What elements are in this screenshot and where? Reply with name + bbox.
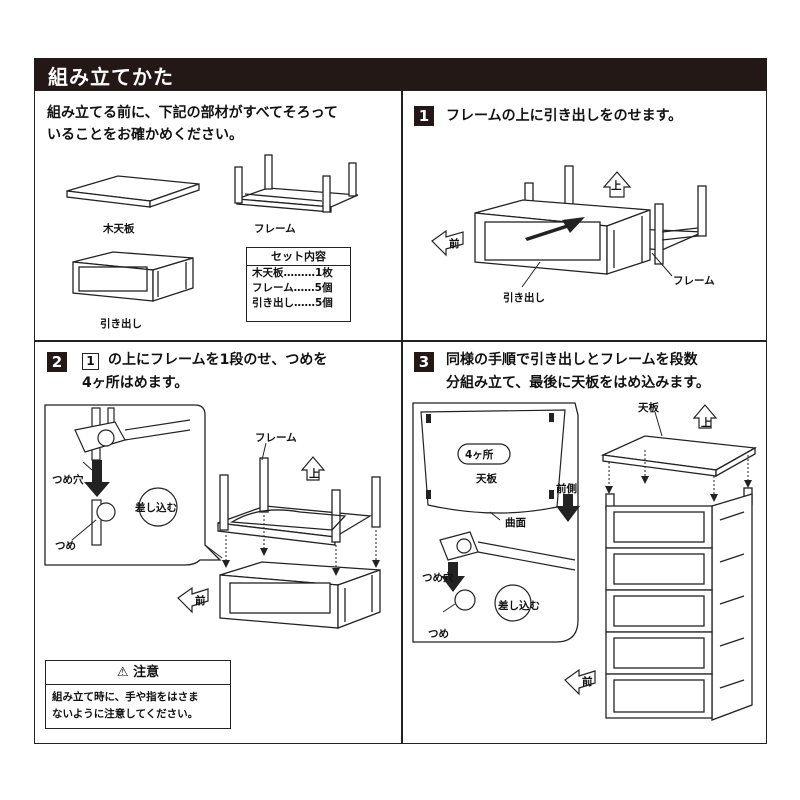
- parts-intro-line1: 組み立てる前に、下記の部材がすべてそろって: [47, 105, 338, 121]
- drawer-label: 引き出し: [100, 318, 142, 330]
- page-title: 組み立てかた: [48, 65, 174, 89]
- step3-board-label: 天板: [476, 473, 497, 485]
- set-contents-title: セット内容: [247, 248, 350, 266]
- set-row-frame: フレーム……5個: [252, 282, 333, 294]
- parts-intro-line2: いることをお確かめください。: [47, 127, 243, 143]
- step3-front-side-label: 前側: [556, 483, 577, 495]
- step3-four-places-label: 4ヶ所: [465, 449, 494, 461]
- stack-drawer-1: [605, 505, 713, 549]
- step3-curved-label: 曲面: [505, 517, 526, 529]
- stack-drawer-2: [605, 547, 713, 591]
- set-row-board: 木天板………1枚: [252, 267, 333, 279]
- step2-text-line1: の上にフレームを1段のせ、つめを: [108, 352, 328, 368]
- set-row-drawer: 引き出し……5個: [252, 297, 333, 309]
- step2-up-label: 上: [309, 468, 320, 480]
- step2-hole-label: つめ穴: [52, 474, 84, 486]
- step1-drawer-label: 引き出し: [503, 292, 545, 304]
- step2-text-line2: 4ヶ所はめます。: [82, 375, 189, 391]
- grid-divider-horizontal: [35, 340, 766, 342]
- set-contents-box: セット内容 木天板………1枚 フレーム……5個 引き出し……5個: [246, 247, 351, 322]
- stack-drawer-4: [605, 631, 713, 675]
- step1-number: 1: [414, 106, 434, 126]
- grid-divider-vertical: [401, 91, 403, 743]
- step1-text: フレームの上に引き出しをのせます。: [446, 108, 683, 124]
- step3-up-label: 上: [701, 417, 712, 429]
- step3-text-line2: 分組み立て、最後に天板をはめ込みます。: [446, 375, 710, 391]
- step2-insert-label: 差し込む: [135, 502, 177, 514]
- frame-label: フレーム: [254, 223, 296, 235]
- caution-line2: ないように注意してください。: [52, 708, 199, 720]
- step2-claw-label: つめ: [55, 540, 76, 552]
- step3-hole-label: つめ穴: [422, 572, 454, 584]
- caution-header: ⚠ 注意: [46, 661, 230, 685]
- step1-frame-label: フレーム: [673, 275, 715, 287]
- warning-icon: ⚠: [116, 665, 129, 680]
- step2-frame-label: フレーム: [255, 432, 297, 444]
- step3-board-top-label: 天板: [638, 402, 659, 414]
- step3-front-label: 前: [582, 676, 593, 688]
- top-board-label: 木天板: [103, 223, 135, 235]
- caution-title: 注意: [133, 665, 160, 680]
- header-bar: 組み立てかた: [34, 58, 767, 90]
- step1-front-label: 前: [449, 238, 460, 250]
- stack-drawer-5: [605, 673, 713, 719]
- step3-claw-label: つめ: [428, 628, 449, 640]
- step3-text-line1: 同様の手順で引き出しとフレームを段数: [446, 352, 698, 368]
- stack-drawer-3: [605, 589, 713, 633]
- step2-front-label: 前: [195, 595, 206, 607]
- caution-box: ⚠ 注意 組み立て時に、手や指をはさま ないように注意してください。: [45, 660, 231, 729]
- step3-insert-label: 差し込む: [498, 600, 540, 612]
- step3-number: 3: [414, 352, 434, 372]
- step2-number: 2: [47, 352, 67, 372]
- step1-up-label: 上: [611, 180, 622, 192]
- instruction-grid: [34, 90, 767, 744]
- step2-ref-number: 1: [82, 353, 99, 370]
- caution-line1: 組み立て時に、手や指をはさま: [52, 691, 199, 703]
